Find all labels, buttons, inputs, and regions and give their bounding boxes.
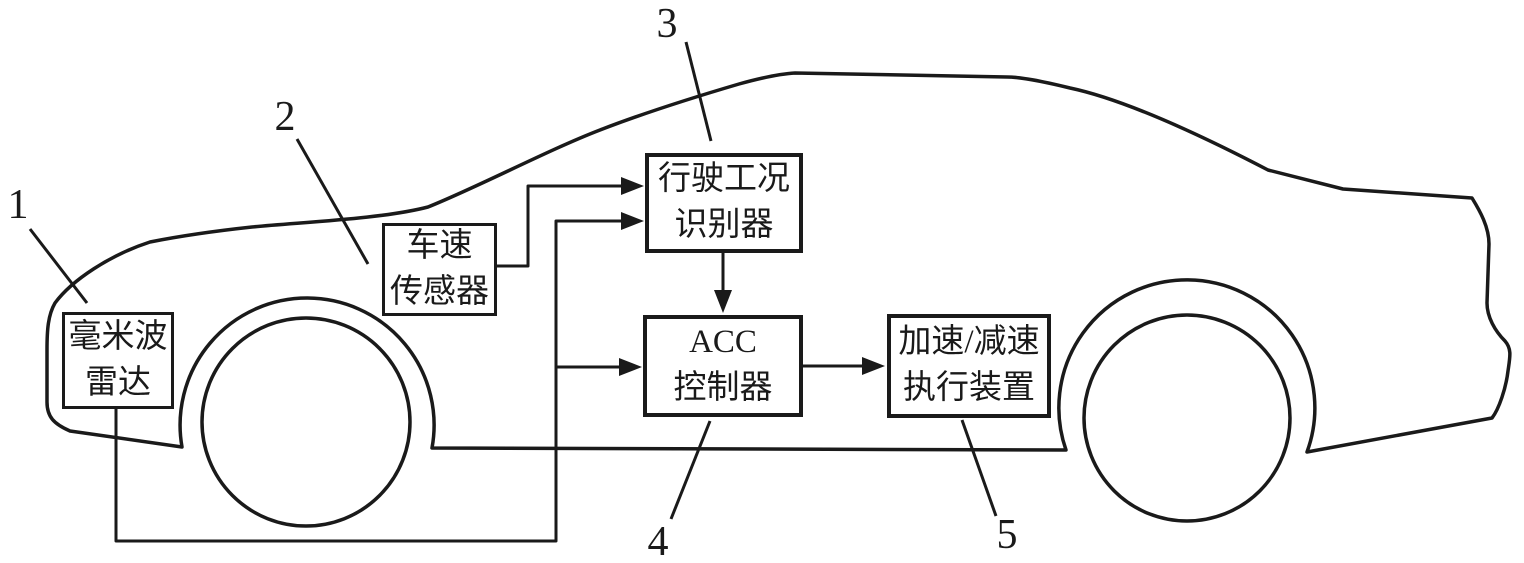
connector-speed-sensor-to-recognizer bbox=[494, 184, 624, 268]
callout-number-5: 5 bbox=[996, 512, 1018, 558]
box-vehicle-speed-sensor: 车速 传感器 bbox=[382, 223, 497, 316]
leader-line-5 bbox=[960, 419, 998, 517]
box-driving-condition-recognizer-line1: 行驶工况 bbox=[658, 161, 790, 198]
leader-line-3 bbox=[684, 41, 713, 142]
box-millimeter-wave-radar-line1: 毫米波 bbox=[68, 318, 168, 355]
box-accel-decel-actuator-line2: 执行装置 bbox=[903, 370, 1035, 406]
connector-radar-to-recognizer bbox=[114, 219, 624, 543]
leader-line-4 bbox=[669, 420, 712, 520]
box-accel-decel-actuator-line1: 加速/减速 bbox=[898, 324, 1040, 361]
arrowhead-into-recognizer-top bbox=[621, 177, 644, 195]
arrowhead-into-actuator bbox=[862, 357, 885, 375]
box-millimeter-wave-radar-line2: 雷达 bbox=[85, 364, 151, 401]
box-vehicle-speed-sensor-line1: 车速 bbox=[406, 227, 473, 264]
leader-line-2 bbox=[295, 138, 370, 265]
leader-line-1 bbox=[28, 228, 89, 304]
rear-wheel bbox=[1082, 313, 1292, 523]
box-millimeter-wave-radar: 毫米波 雷达 bbox=[62, 312, 174, 409]
box-vehicle-speed-sensor-line2: 传感器 bbox=[390, 273, 489, 310]
box-driving-condition-recognizer: 行驶工况 识别器 bbox=[645, 153, 803, 253]
callout-number-3: 3 bbox=[656, 1, 678, 47]
callout-number-1: 1 bbox=[7, 182, 29, 228]
front-wheel bbox=[200, 316, 412, 528]
box-driving-condition-recognizer-line2: 识别器 bbox=[674, 207, 774, 243]
arrowhead-into-acc-top bbox=[714, 290, 732, 313]
box-accel-decel-actuator: 加速/减速 执行装置 bbox=[887, 314, 1051, 418]
box-acc-controller-line2: 控制器 bbox=[673, 370, 773, 406]
box-acc-controller-line1: ACC bbox=[689, 324, 757, 361]
callout-number-4: 4 bbox=[647, 519, 669, 563]
callout-number-2: 2 bbox=[274, 94, 296, 140]
arrowhead-into-acc-left bbox=[619, 358, 642, 376]
box-acc-controller: ACC 控制器 bbox=[643, 315, 803, 417]
arrowhead-into-recognizer-bottom bbox=[621, 212, 644, 230]
car-body-outline bbox=[45, 71, 1512, 454]
